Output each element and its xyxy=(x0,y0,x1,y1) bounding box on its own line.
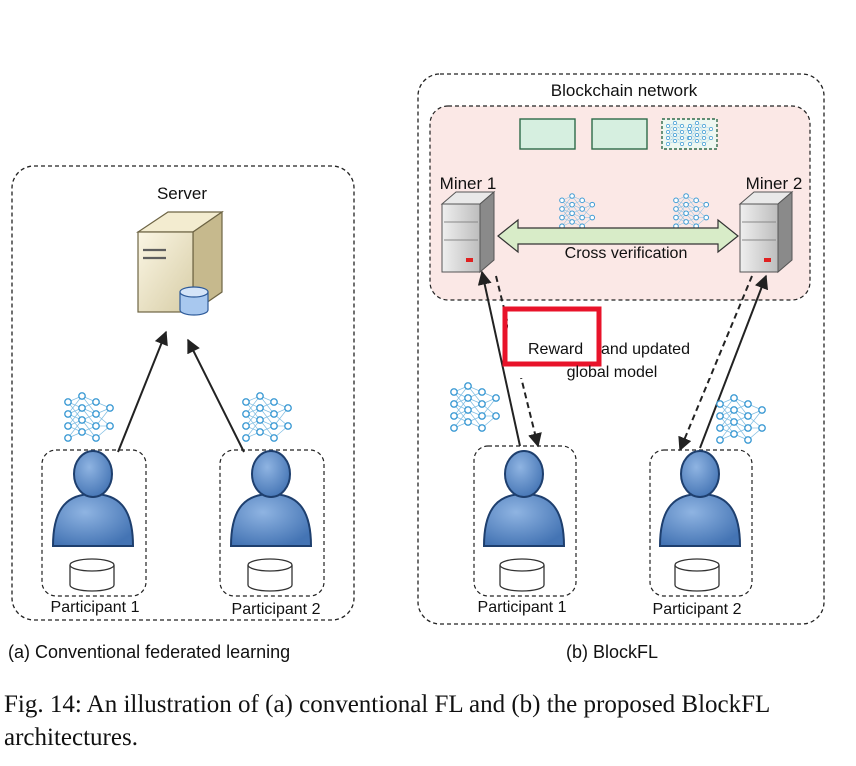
database-icon xyxy=(69,558,115,592)
reward-label-background xyxy=(508,318,710,378)
database-icon xyxy=(247,558,293,592)
database-icon xyxy=(674,558,720,592)
block-1 xyxy=(519,118,576,150)
participant-2-icon xyxy=(230,450,312,547)
block-2 xyxy=(591,118,648,150)
participant-1-icon xyxy=(52,450,134,547)
blockfl-participant-2-icon xyxy=(659,450,741,547)
neural-network-icon xyxy=(450,382,500,432)
blockchain-network-label: Blockchain network xyxy=(551,81,698,100)
miner-2-icon xyxy=(739,191,793,273)
cross-verification-arrow xyxy=(497,218,739,254)
server-label: Server xyxy=(157,184,207,203)
cross-verification-label: Cross verification xyxy=(565,245,688,262)
neural-network-icon xyxy=(242,392,292,442)
blockfl-participant-1-box xyxy=(473,445,577,597)
blockfl-participant-2-box xyxy=(649,449,753,597)
miner-2-label: Miner 2 xyxy=(746,174,803,193)
reward-label: Reward xyxy=(528,341,583,358)
blockchain-network-region xyxy=(429,105,811,301)
reward-highlight-box xyxy=(502,306,602,367)
reward-arrow-from-miner-2 xyxy=(678,275,753,452)
figure-caption: Fig. 14: An illustration of (a) conventi… xyxy=(4,691,770,751)
miner-1-label: Miner 1 xyxy=(440,174,497,193)
participant-2-label: Participant 2 xyxy=(232,601,321,618)
upload-arrow-to-miner-2 xyxy=(699,274,769,449)
upload-arrow-participant-2 xyxy=(187,338,245,453)
conventional-fl-panel: Server Participant 1 Participant 2 (a) C… xyxy=(8,165,355,662)
blockfl-panel: Blockchain network Miner 1 Miner 2 Cross… xyxy=(417,73,825,662)
global-model-label: global model xyxy=(567,364,658,381)
reward-arrow-from-miner-1 xyxy=(495,275,542,448)
upload-arrow-participant-1 xyxy=(117,330,168,453)
database-icon xyxy=(499,558,545,592)
blockfl-participant-1-label: Participant 1 xyxy=(478,599,567,616)
blockfl-participant-2-label: Participant 2 xyxy=(653,601,742,618)
neural-network-icon xyxy=(716,394,766,444)
subcaption-a: (a) Conventional federated learning xyxy=(8,642,290,662)
participant-1-label: Participant 1 xyxy=(51,599,140,616)
reward-label-continued: and updated xyxy=(601,341,690,358)
pending-block xyxy=(661,118,718,150)
blockfl-participant-1-icon xyxy=(483,450,565,547)
neural-network-icon xyxy=(64,392,114,442)
miner-1-icon xyxy=(441,191,495,273)
upload-arrow-to-miner-1 xyxy=(477,270,521,447)
participant-1-box xyxy=(41,449,147,597)
server-icon xyxy=(136,210,224,316)
participant-2-box xyxy=(219,449,325,597)
blockfl-diagram: Server Participant 1 Participant 2 (a) C… xyxy=(8,73,825,662)
subcaption-b: (b) BlockFL xyxy=(566,642,658,662)
conventional-frame xyxy=(11,165,355,621)
